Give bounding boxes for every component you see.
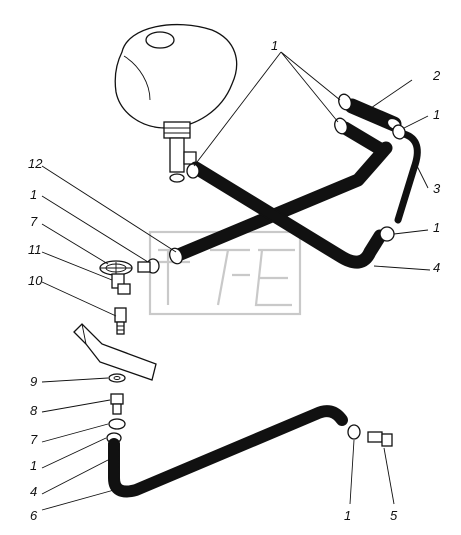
- callout-1-mid-right: 1: [433, 220, 440, 235]
- callout-10: 10: [28, 273, 43, 288]
- valve-11: [99, 260, 133, 295]
- callout-1-lower-left: 1: [30, 458, 37, 473]
- callout-4-lower: 4: [30, 484, 37, 499]
- receiver-tank: [114, 23, 238, 183]
- clamp-1-bottom: [347, 424, 361, 440]
- callout-7-upper: 7: [30, 214, 38, 229]
- hose-3: [394, 130, 421, 224]
- pipe-12: [169, 141, 393, 265]
- callout-3: 3: [433, 181, 441, 196]
- clamp-1-right-a: [392, 124, 406, 140]
- fitting-8: [110, 393, 124, 415]
- callout-8: 8: [30, 403, 38, 418]
- fitting-5: [367, 431, 393, 447]
- callout-5: 5: [390, 508, 398, 523]
- callout-12: 12: [28, 156, 43, 171]
- clamp-1-tank: [186, 163, 200, 179]
- pipe-4-upper: [189, 121, 389, 269]
- fitting-10: [114, 307, 127, 335]
- corrugated-hose-6: [108, 405, 348, 498]
- callout-1-bottom: 1: [344, 508, 351, 523]
- clamp-1-top-a: [338, 93, 352, 111]
- callout-6: 6: [30, 508, 38, 523]
- callout-1-left: 1: [30, 187, 37, 202]
- clamp-1-right-b: [379, 226, 395, 242]
- clamp-1-left: [137, 258, 160, 274]
- callout-4-right: 4: [433, 260, 440, 275]
- callout-9: 9: [30, 374, 37, 389]
- washer-9: [108, 373, 126, 383]
- clamp-7-lower: [108, 418, 126, 430]
- leader-lines: [41, 51, 431, 511]
- callout-7-lower: 7: [30, 432, 38, 447]
- callout-1-top: 1: [271, 38, 278, 53]
- watermark-logo: [148, 230, 302, 316]
- callout-2: 2: [432, 68, 441, 83]
- callout-11: 11: [28, 242, 42, 257]
- bracket: [73, 323, 157, 381]
- callout-1-right: 1: [433, 107, 440, 122]
